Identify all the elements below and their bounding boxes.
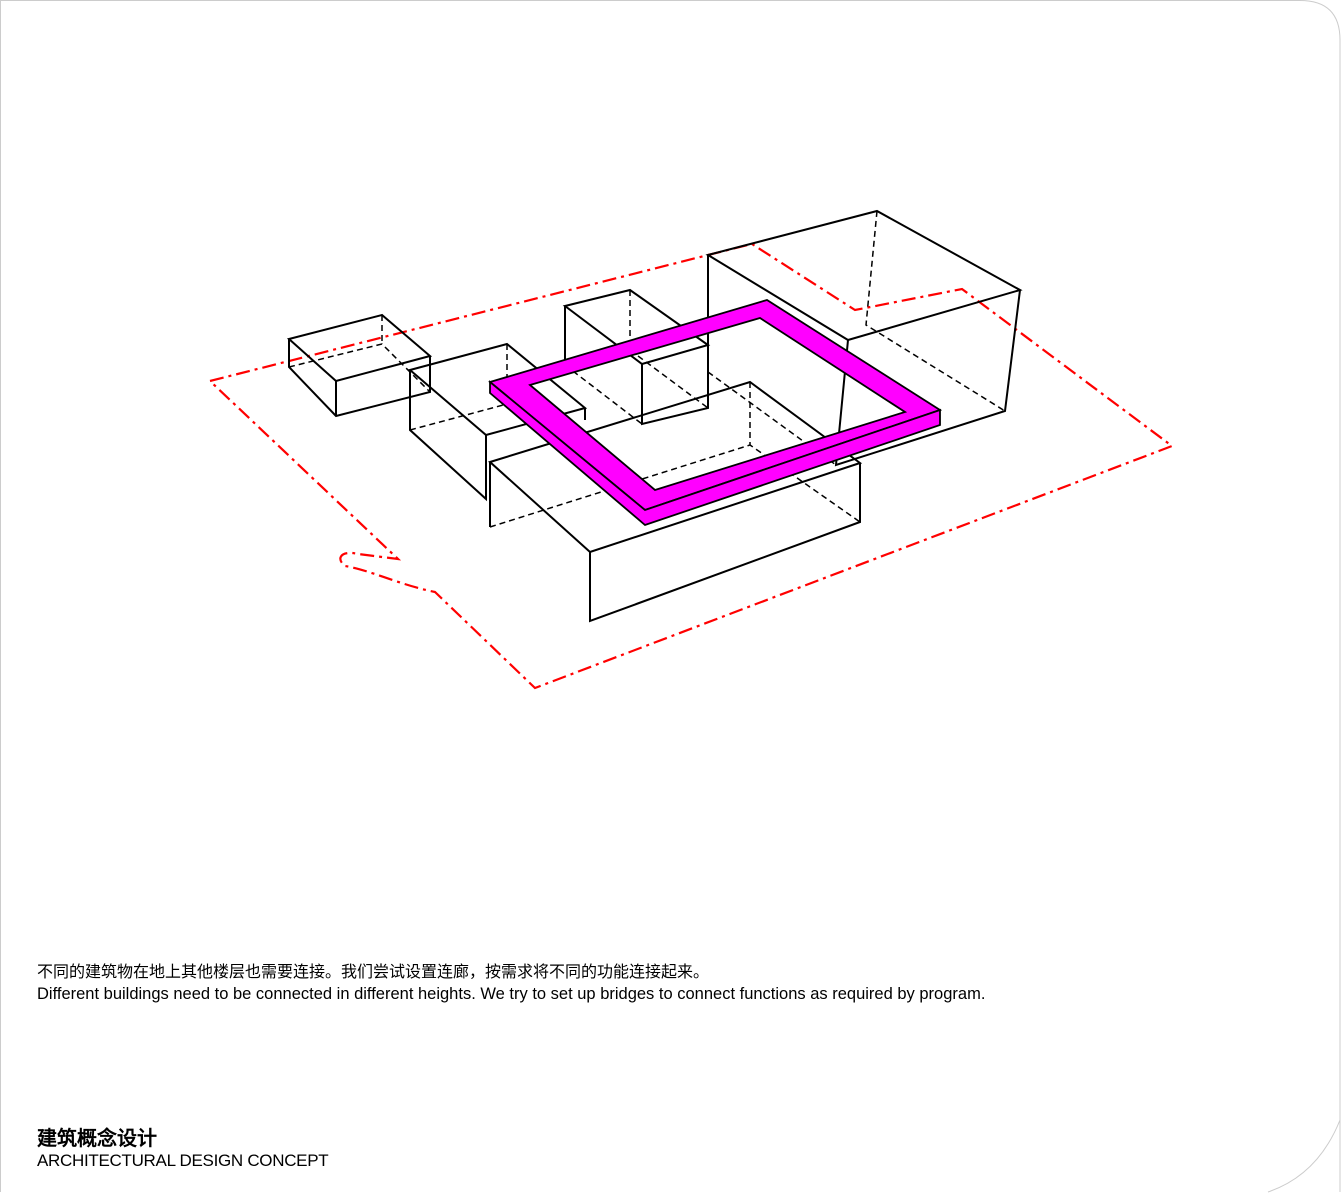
site-boundary xyxy=(207,242,1175,690)
frame-corner-curve xyxy=(1267,1119,1341,1193)
building-front-low xyxy=(488,380,863,623)
building-large-right xyxy=(705,209,1023,467)
title-english: ARCHITECTURAL DESIGN CONCEPT xyxy=(37,1151,329,1170)
caption-english: Different buildings need to be connected… xyxy=(37,985,986,1003)
bridge-ring xyxy=(488,299,943,527)
title-chinese: 建筑概念设计 xyxy=(37,1126,157,1150)
bridge-ring-top-surface xyxy=(488,299,943,512)
bridge-ring-side xyxy=(489,380,941,527)
building-small-left xyxy=(286,313,433,418)
caption-chinese: 不同的建筑物在地上其他楼层也需要连接。我们尝试设置连廊，按需求将不同的功能连接起… xyxy=(37,962,710,981)
